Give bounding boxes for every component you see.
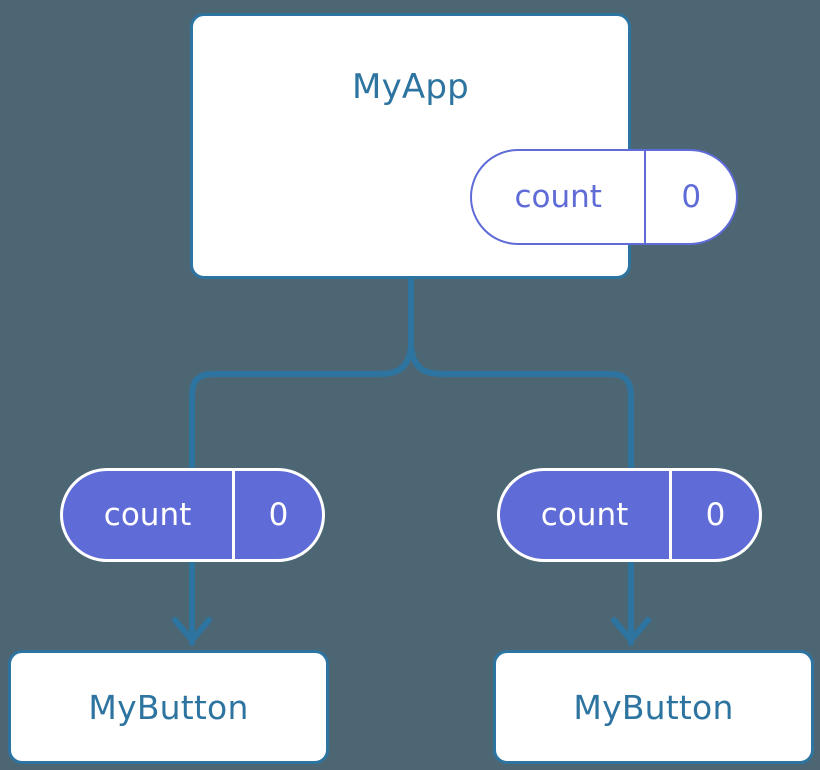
wire-branch-left [189, 345, 414, 471]
component-card-myapp[interactable]: MyApp count 0 [190, 13, 738, 279]
component-title-mybutton-right: MyButton [573, 688, 734, 727]
state-value-label: 0 [681, 178, 702, 215]
component-card-mybutton-right[interactable]: MyButton [493, 650, 814, 764]
state-key-label: count [472, 151, 647, 243]
state-pill-child-left[interactable]: count 0 [60, 468, 325, 562]
arrow-head-left-icon [172, 617, 212, 643]
arrow-head-right-icon [611, 617, 651, 643]
state-value-label: 0 [268, 496, 289, 533]
state-value-label: 0 [705, 496, 726, 533]
state-pill-child-right[interactable]: count 0 [497, 468, 762, 562]
component-title-myapp: MyApp [352, 67, 469, 107]
state-key-label: count [500, 471, 673, 559]
state-pill-myapp[interactable]: count 0 [470, 149, 738, 245]
component-title-mybutton-left: MyButton [88, 688, 249, 727]
component-card-mybutton-left[interactable]: MyButton [8, 650, 329, 764]
state-key-label: count [63, 471, 236, 559]
wire-branch-right [408, 345, 634, 471]
